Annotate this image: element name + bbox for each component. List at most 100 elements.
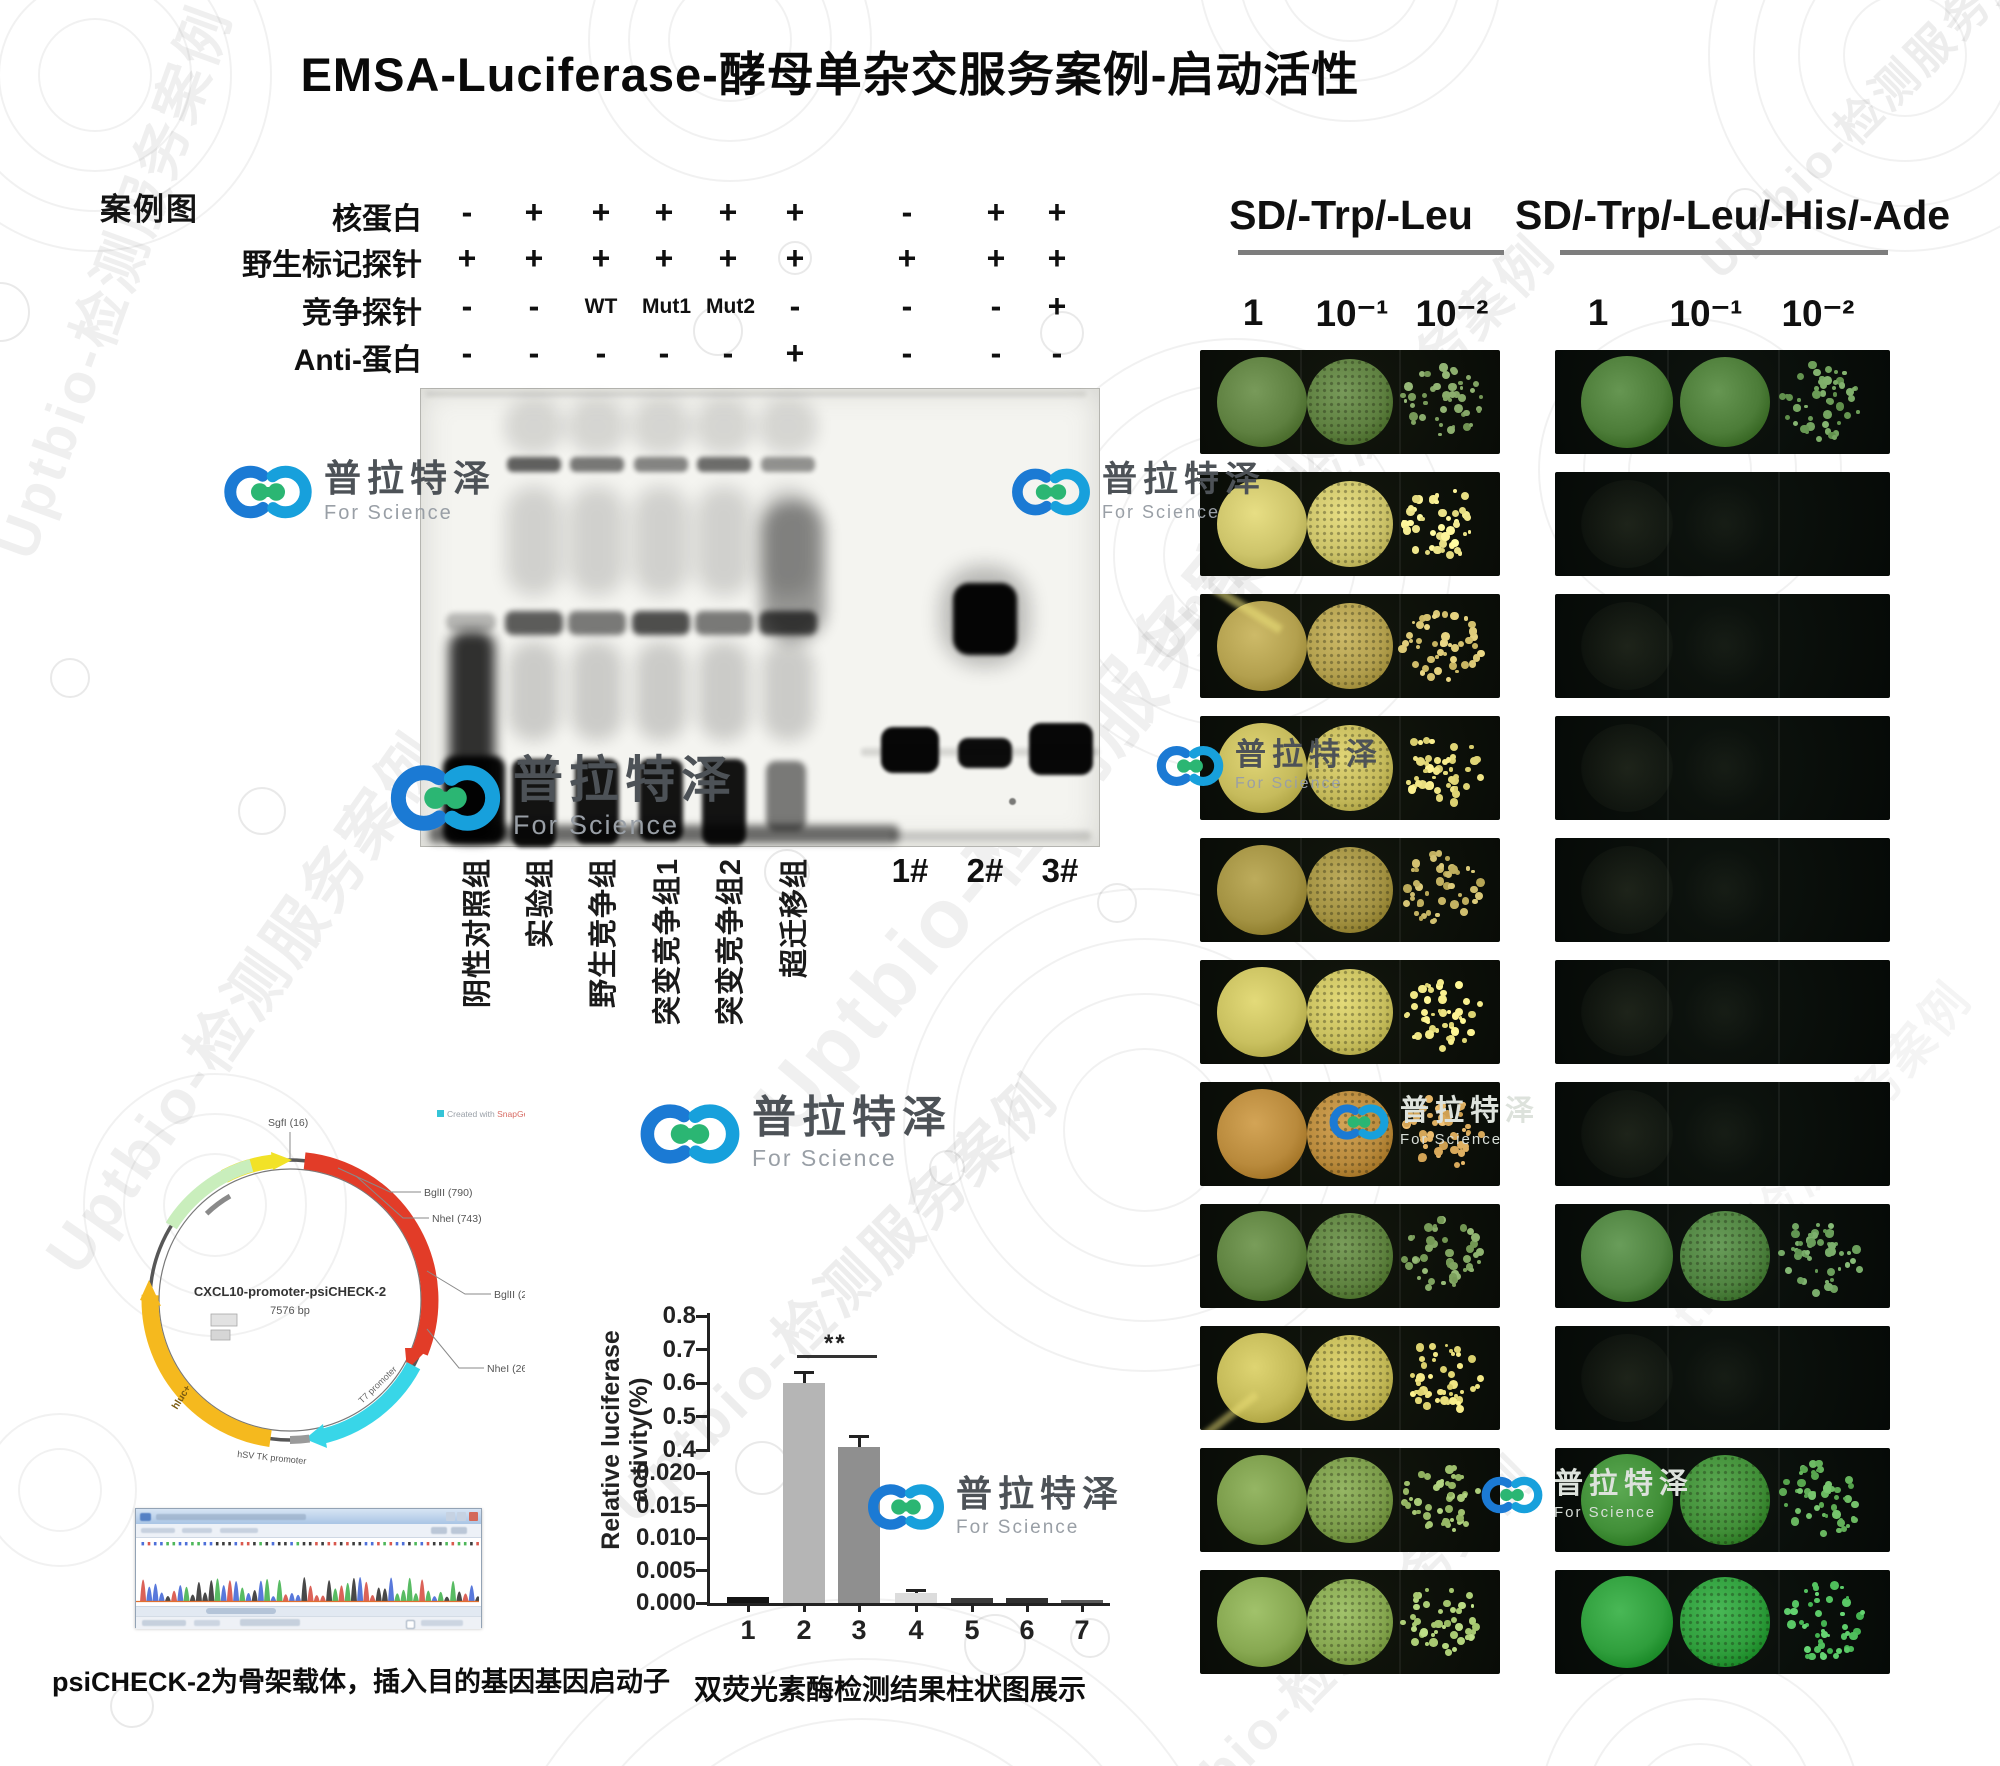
gel-lane-label: 野生竞争组 [588,858,620,1009]
colony-dot [1844,1631,1850,1637]
menu-item[interactable] [220,1528,258,1533]
yeast-spot [1217,1577,1307,1667]
yeast-panel-right [1555,350,1890,454]
gel-band [570,457,624,472]
colony-dot [1419,1105,1427,1113]
colony-dot [1794,1248,1802,1256]
y-tick [696,1504,707,1507]
toolbar-button[interactable] [451,1527,467,1534]
yeast-panel-right [1555,594,1890,698]
condition-value: - [990,335,1002,371]
colony-dot [1425,1235,1435,1245]
colony-dot [1467,1354,1477,1364]
colony-dot [1451,1527,1456,1532]
colony-dot [1833,1495,1840,1501]
colony-dot [1407,505,1414,512]
colony-dot [1447,642,1452,647]
condition-value: + [591,240,611,276]
colony-dot [1402,639,1409,647]
colony-dot [1427,1277,1436,1286]
colony-dot [1445,1036,1451,1042]
close-button[interactable] [469,1512,478,1521]
faint-spot [1581,480,1673,568]
colony-dot [1440,641,1446,647]
minimize-button[interactable] [446,1512,455,1521]
colony-dot [1441,632,1450,642]
horizontal-scrollbar[interactable] [136,1606,481,1616]
logo-text-zh: 普拉特泽 [1102,459,1267,499]
colony-dot [1470,1629,1476,1635]
colony-dot [1435,982,1444,990]
colony-dot [1465,637,1473,645]
colony-dot [1804,1250,1811,1256]
sequence-trace-area [136,1538,481,1606]
colony-dot [1410,1003,1418,1011]
colony-dot [1453,1393,1458,1398]
yeast-panel-left [1200,1326,1500,1430]
colony-dot [1471,1232,1481,1242]
colony-dot [1815,1459,1823,1468]
colony-dot [1440,989,1448,997]
colony-dot [1423,1402,1431,1410]
status-checkbox[interactable] [406,1620,415,1629]
colony-dot [1813,1585,1819,1591]
chromatogram-titlebar[interactable] [136,1509,481,1524]
colony-dot [1403,399,1408,404]
colony-dot [1425,764,1434,773]
menu-item[interactable] [182,1528,212,1533]
yeast-spot [1680,1455,1770,1545]
logo-text-zh: 普拉特泽 [324,457,496,499]
colony-dot [1469,744,1474,750]
panel-seam [1399,472,1401,576]
status-field[interactable] [240,1619,300,1626]
error-bar-cap [906,1589,926,1593]
window-title-text [156,1514,306,1520]
colony-dot [1425,1504,1433,1512]
colony-dot [1793,404,1801,412]
colony-dot [1410,1613,1417,1621]
colony-dot [1441,1517,1451,1527]
yeast-panel-left [1200,1570,1500,1674]
yeast-spot [1217,845,1307,935]
colony-dot [1471,869,1475,874]
gel-band [766,761,806,831]
colony-dot [1430,1621,1437,1628]
colony-dot [1475,1488,1482,1495]
colony-dot [1812,1581,1819,1588]
colony-dot [1842,1623,1849,1630]
colony-dot [1818,378,1825,385]
colony-dot [1408,1120,1413,1125]
y-tick-label: 0.010 [635,1524,696,1551]
status-button[interactable] [142,1620,186,1626]
colony-dot [1434,1619,1443,1629]
colony-dot [1470,756,1479,766]
colony-dot [1424,761,1430,766]
colony-dot [1418,1471,1425,1478]
gel-band [632,611,690,635]
colony-dot [1435,1398,1440,1403]
colony-dot [1428,986,1434,993]
colony-dot [1476,773,1484,781]
colony-dot [1445,1400,1451,1406]
colony-dot [1413,867,1419,873]
colony-dot [1457,1149,1466,1157]
colony-dot [1814,1609,1823,1618]
maximize-button[interactable] [457,1512,466,1521]
yeast-panel-right [1555,1570,1890,1674]
colony-dot [1424,1523,1431,1529]
logo-text-en: For Science [1554,1503,1657,1521]
chromatogram-toolbar[interactable] [136,1524,481,1538]
scrollbar-thumb[interactable] [206,1608,276,1614]
yeast-spot [1581,1576,1673,1668]
faint-spot [1581,1334,1673,1422]
colony-dot [1465,766,1472,773]
colony-dot [1806,1255,1813,1262]
colony-dot [1457,1141,1466,1150]
yeast-panel-right [1555,472,1890,576]
colony-dot [1430,529,1437,537]
toolbar-button[interactable] [431,1527,447,1534]
colony-dot [1419,414,1426,422]
colony-dot [1848,1483,1855,1490]
menu-item[interactable] [141,1528,175,1533]
colony-dot [1455,1396,1464,1404]
